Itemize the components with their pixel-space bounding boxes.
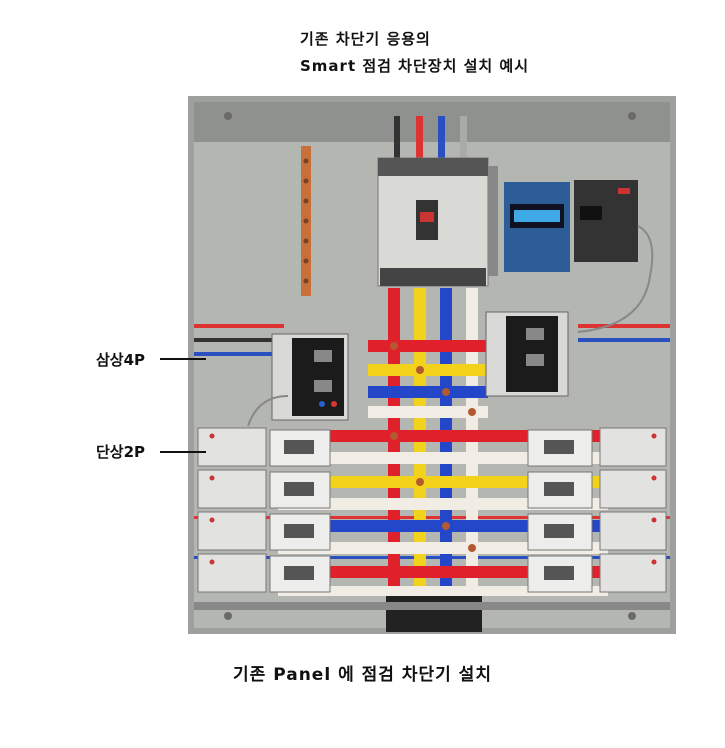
right-breaker-rows (527, 427, 667, 593)
photo-caption: 기존 Panel 에 점검 차단기 설치 (233, 665, 492, 685)
callout-single-phase: 단상2P (96, 443, 146, 461)
panel-photo (188, 96, 676, 634)
main-breaker (377, 157, 489, 287)
title-line-2: Smart 점검 차단장치 설치 예시 (300, 57, 530, 75)
three-phase-module (271, 333, 349, 421)
controller-modules (504, 180, 638, 272)
callout-three-phase-line (160, 358, 206, 360)
callout-three-phase: 삼상4P (96, 351, 146, 369)
title-line-1: 기존 차단기 응용의 (300, 30, 431, 48)
three-phase-module-right (485, 311, 569, 397)
callout-single-phase-line (160, 451, 206, 453)
left-breaker-rows (197, 427, 331, 593)
